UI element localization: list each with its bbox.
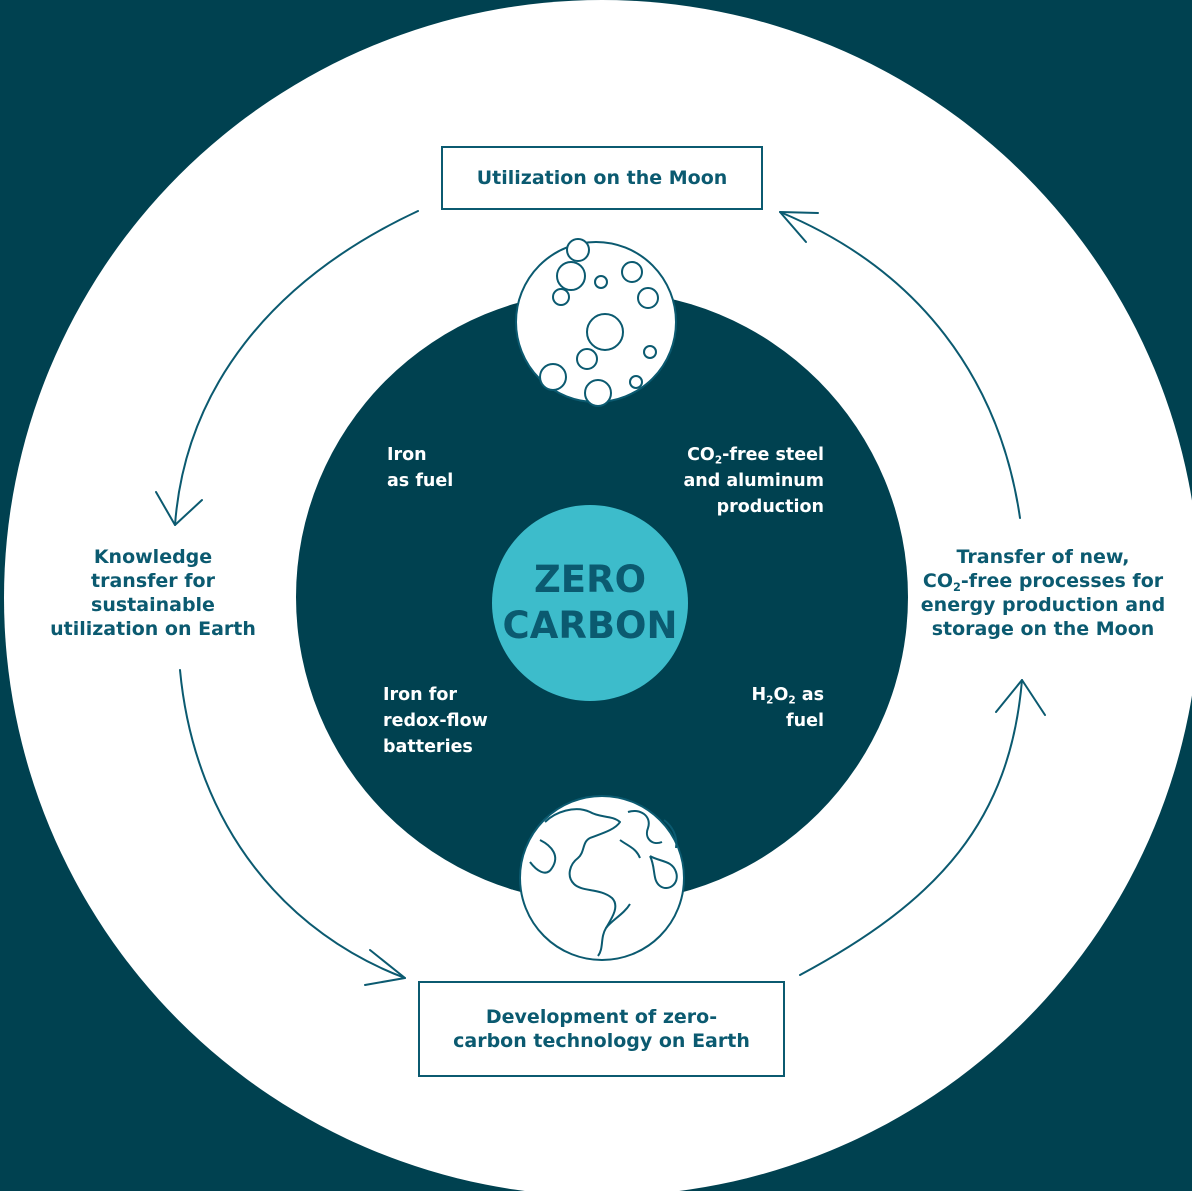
arrowhead-moon xyxy=(779,211,819,243)
moon-utilization-box: Utilization on the Moon xyxy=(441,146,763,210)
earth-globe-icon xyxy=(519,795,685,961)
process-transfer-label: Transfer of new, CO2-free processes for … xyxy=(920,546,1166,640)
arrow-development-to-transfer xyxy=(799,679,1023,976)
arrow-transfer-to-moon xyxy=(779,211,1021,519)
arrowhead-knowledge xyxy=(155,491,203,526)
arrow-knowledge-to-development xyxy=(179,669,406,979)
knowledge-transfer-label: Knowledge transfer for sustainable utili… xyxy=(50,546,256,640)
earth-development-label: Development of zero- carbon technology o… xyxy=(453,1006,750,1052)
h2o2-fuel-label: H2O2 as fuel xyxy=(751,685,825,731)
zero-carbon-center: ZERO CARBON xyxy=(492,505,688,701)
arrowhead-transfer xyxy=(995,679,1046,716)
arrowhead-development xyxy=(364,949,406,986)
redox-flow-label: Iron for redox-flow batteries xyxy=(383,685,488,757)
co2-free-steel-label: CO2-free steel and aluminum production xyxy=(683,445,824,517)
moon-icon xyxy=(515,238,677,407)
moon-utilization-label: Utilization on the Moon xyxy=(476,167,728,189)
arrow-moon-to-knowledge xyxy=(174,210,419,526)
earth-development-box: Development of zero- carbon technology o… xyxy=(418,981,785,1077)
iron-fuel-label: Iron as fuel xyxy=(387,445,454,491)
